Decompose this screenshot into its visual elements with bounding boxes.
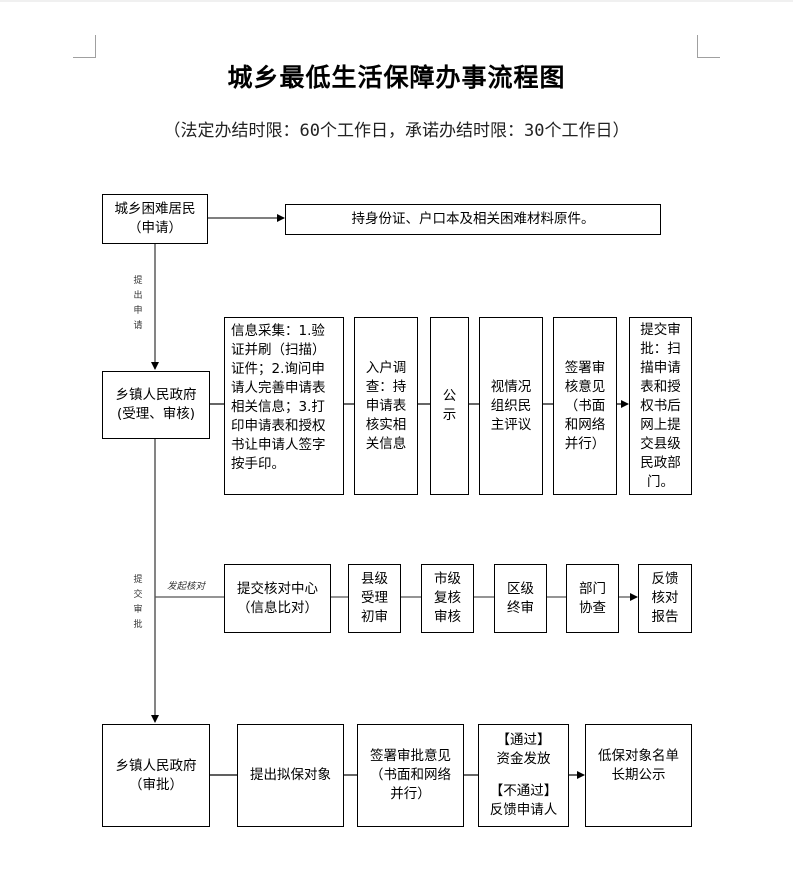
materials-box: 持身份证、户口本及相关困难材料原件。 xyxy=(285,204,661,235)
label-initiate-check: 发起核对 xyxy=(167,581,206,592)
diagram-title: 城乡最低生活保障办事流程图 xyxy=(227,63,566,92)
feedback-report-box: 反馈 核对 报告 xyxy=(638,564,692,633)
label-submit-application: 提 出 申 请 xyxy=(133,276,143,331)
outcome-box: 【通过】 资金发放 【不通过】 反馈申请人 xyxy=(478,724,569,827)
label-submit-approval: 提 交 审 批 xyxy=(133,575,143,630)
city-review-box: 市级 复核 审核 xyxy=(421,564,474,633)
publicity-box: 公 示 xyxy=(430,317,469,495)
sign-opinion-box: 签署审 核意见 （书面 和网络 并行） xyxy=(553,317,617,495)
democratic-review-box: 视情况 组织民 主评议 xyxy=(479,317,543,495)
outcome-pass: 【通过】 资金发放 xyxy=(496,732,551,768)
county-initial-box: 县级 受理 初审 xyxy=(348,564,401,633)
township-approve-box: 乡镇人民政府 （审批） xyxy=(102,724,210,827)
margin-corner-mark-right xyxy=(697,35,720,58)
submit-approval-box: 提交审 批：扫 描申请 表和授 权书后 网上提 交县级 民政部 门。 xyxy=(629,317,692,495)
home-survey-box: 入户调 查：持 申请表 核实相 关信息 xyxy=(354,317,418,495)
public-list-box: 低保对象名单 长期公示 xyxy=(585,724,692,827)
margin-corner-mark-left xyxy=(73,35,96,58)
info-collection-box: 信息采集：1.验 证并刷（扫描） 证件；2.询问申 请人完善申请表 相关信息；3… xyxy=(224,317,344,495)
page-top-edge xyxy=(0,0,793,2)
verify-center-box: 提交核对中心 （信息比对） xyxy=(224,564,331,633)
time-limit-subtitle: （法定办结时限：60个工作日，承诺办结时限：30个工作日） xyxy=(163,121,630,141)
dept-check-box: 部门 协查 xyxy=(566,564,619,633)
propose-targets-box: 提出拟保对象 xyxy=(237,724,344,827)
applicant-box: 城乡困难居民 （申请） xyxy=(102,194,208,244)
outcome-fail: 【不通过】 反馈申请人 xyxy=(489,782,558,818)
sign-approval-box: 签署审批意见 （书面和网络 并行） xyxy=(357,724,464,827)
township-accept-box: 乡镇人民政府 (受理、审核) xyxy=(102,371,210,439)
district-final-box: 区级 终审 xyxy=(494,564,547,633)
